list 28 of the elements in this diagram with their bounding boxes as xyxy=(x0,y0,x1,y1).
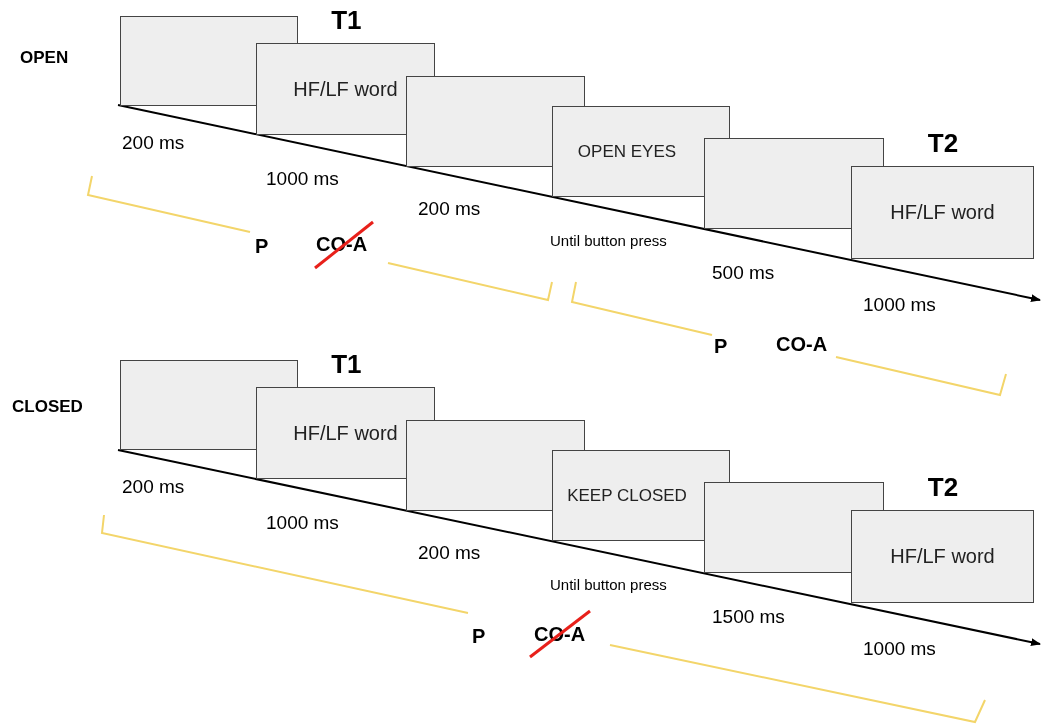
screen-text: HF/LF word xyxy=(293,421,398,445)
phase-label: CO-A xyxy=(776,333,828,356)
duration-label: 1000 ms xyxy=(266,168,339,190)
screen-text: HF/LF word xyxy=(293,77,398,101)
target-label: T2 xyxy=(927,472,959,503)
duration-label: 1000 ms xyxy=(863,294,936,316)
phase-label: P xyxy=(255,235,269,258)
duration-label: 1000 ms xyxy=(863,638,936,660)
duration-label: 200 ms xyxy=(418,542,481,564)
target-label: T1 xyxy=(331,349,362,380)
duration-label: 200 ms xyxy=(122,132,185,154)
phase-label: P xyxy=(472,625,486,648)
screen-text: HF/LF word xyxy=(890,545,995,568)
condition-label: CLOSED xyxy=(12,397,83,417)
duration-label: 1500 ms xyxy=(712,606,785,628)
duration-label: 200 ms xyxy=(122,476,185,498)
screen-text: KEEP CLOSED xyxy=(567,485,687,506)
screen-text: HF/LF word xyxy=(890,201,995,224)
target-label: T1 xyxy=(331,5,362,36)
duration-label: 1000 ms xyxy=(266,512,339,534)
duration-label: 200 ms xyxy=(418,198,481,220)
duration-label: Until button press xyxy=(550,232,667,249)
phase-label: P xyxy=(714,335,728,358)
target-label: T2 xyxy=(927,128,959,159)
screen-text: OPEN EYES xyxy=(577,141,677,162)
duration-label: 500 ms xyxy=(712,262,775,284)
duration-label: Until button press xyxy=(550,576,667,593)
condition-label: OPEN xyxy=(20,48,69,68)
